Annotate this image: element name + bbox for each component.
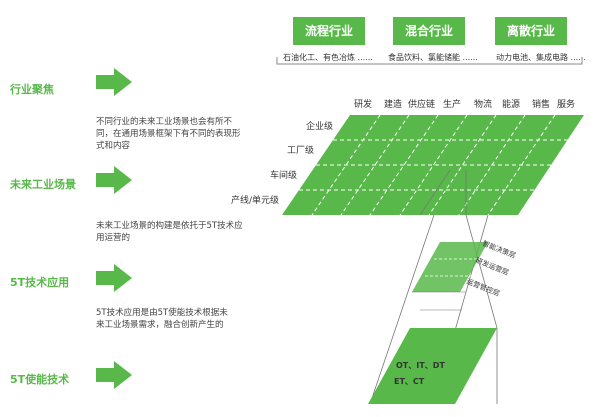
description-industry-scenarios: 不同行业的未来工业场景也会有所不同，在通用场景框架下有不同的表现形式和内容 — [96, 117, 241, 151]
industry-box-discrete: 离散行业 — [495, 17, 567, 45]
level-label: 产线/单元级 — [231, 194, 279, 206]
description-scenarios-built-on-5t: 未来工业场景的构建是依托于5T技术应用运营的 — [96, 221, 243, 243]
industry-box-hybrid: 混合行业 — [393, 17, 465, 45]
arrow-right-icon — [96, 166, 132, 194]
arrow-right-icon — [96, 264, 132, 292]
level-label: 企业级 — [306, 120, 333, 132]
row-label-industry-focus: 行业聚焦 — [10, 83, 54, 96]
value-chain-label: 供应链 — [408, 98, 435, 110]
enabling-tech-label: OT、IT、DT — [396, 361, 445, 370]
app-layer-label: 智能决策层 — [481, 239, 517, 260]
row-label-5t-applications: 5T技术应用 — [10, 276, 70, 289]
industry-box-process: 流程行业 — [293, 17, 365, 45]
industry-examples-discrete: 动力电池、集成电路 ...... — [496, 53, 586, 62]
value-chain-label: 销售 — [532, 98, 550, 110]
value-chain-label: 研发 — [354, 98, 372, 110]
industry-examples-hybrid: 食品饮料、氯能储能 ...... — [388, 53, 478, 62]
value-chain-label: 建造 — [384, 98, 402, 110]
app-layer-label: 运营管控层 — [465, 277, 501, 298]
industry-bracket — [276, 57, 583, 65]
value-chain-label: 物流 — [474, 98, 492, 110]
enabling-tech-plane — [368, 328, 497, 404]
row-label-5t-enabling-tech: 5T使能技术 — [10, 373, 70, 386]
enabling-tech-label: ET、CT — [394, 377, 425, 386]
arrow-right-icon — [96, 361, 132, 389]
level-label: 车间级 — [270, 169, 297, 181]
arrow-right-icon — [96, 68, 132, 96]
industry-examples-process: 石油化工、有色冶炼 ...... — [283, 53, 373, 62]
value-chain-label: 生产 — [443, 98, 461, 110]
value-chain-label: 服务 — [557, 98, 575, 110]
value-chain-label: 能源 — [502, 98, 520, 110]
description-5t-applications: 5T技术应用是由5T使能技术根据未来工业场景需求，融合创新产生的 — [96, 308, 228, 330]
row-label-future-scenarios: 未来工业场景 — [10, 178, 76, 191]
application-layer-plane — [412, 242, 488, 292]
app-layer-label: 研发运营层 — [474, 256, 510, 277]
level-label: 工厂级 — [287, 144, 314, 156]
